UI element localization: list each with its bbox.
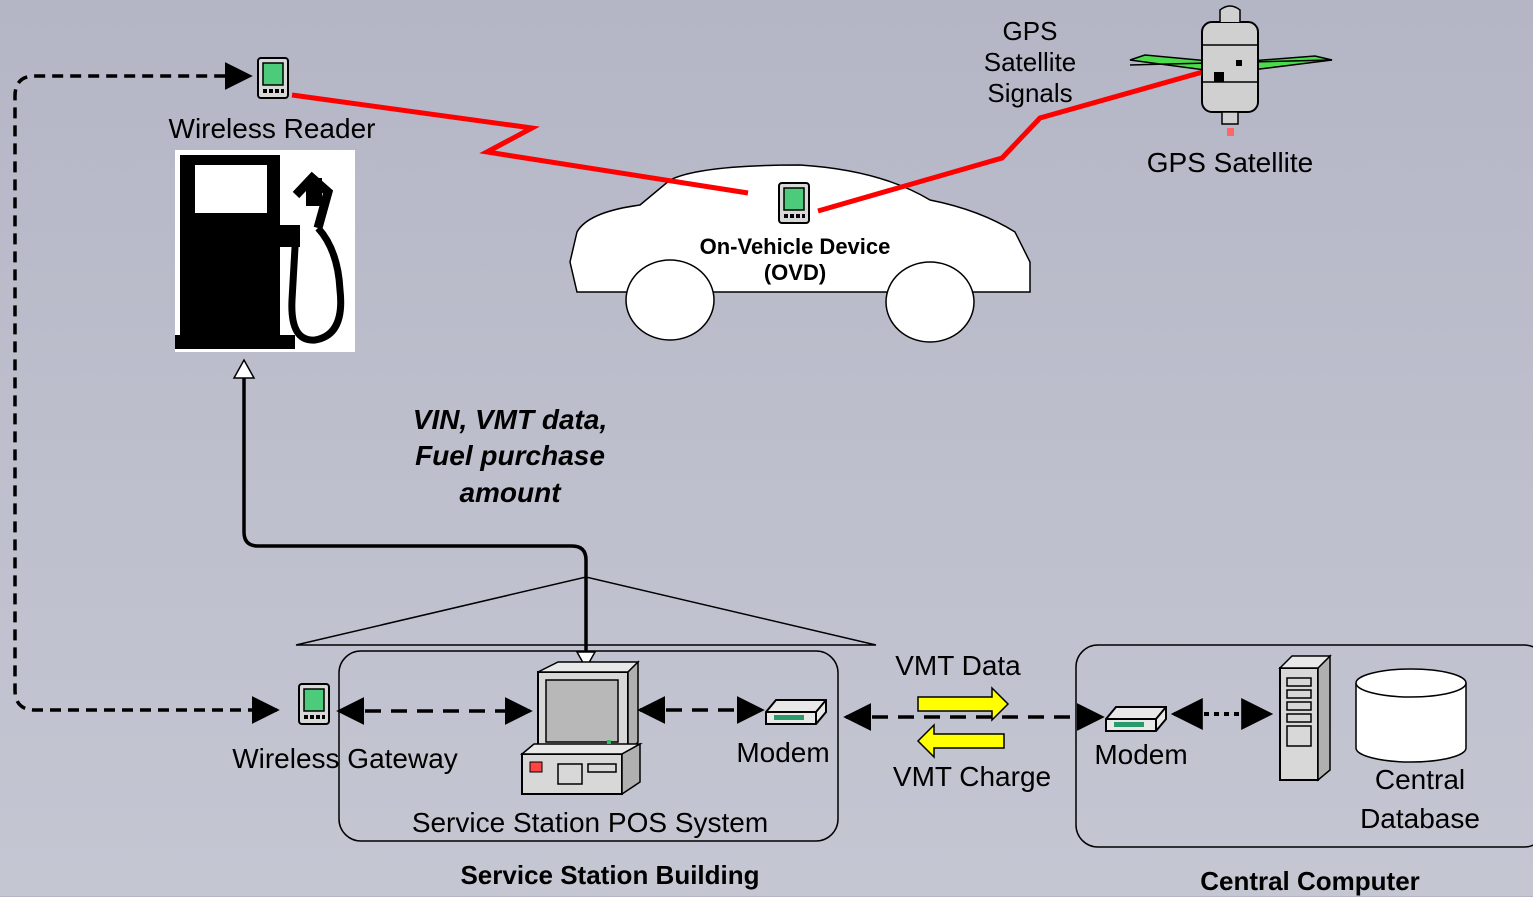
pos-computer-icon bbox=[519, 660, 643, 796]
wireless-reader-label: Wireless Reader bbox=[168, 113, 376, 144]
satellite-to-ovd-wireless-link bbox=[817, 63, 1225, 214]
car-wheel-front bbox=[625, 259, 715, 341]
fuel-pump-icon bbox=[175, 150, 355, 352]
central-computer-label: Central Computer bbox=[1200, 866, 1420, 896]
server-tower-icon bbox=[1278, 654, 1332, 782]
wireless-gateway-label: Wireless Gateway bbox=[232, 743, 458, 774]
station-modem-label: Modem bbox=[736, 737, 830, 768]
pos-system-label: Service Station POS System bbox=[411, 807, 769, 838]
gps-satellite-icon bbox=[1129, 5, 1333, 136]
pos-to-pump-data-link bbox=[242, 368, 588, 660]
central-modem-label: Modem bbox=[1094, 739, 1188, 770]
on-vehicle-device bbox=[778, 182, 810, 224]
vmt-data-arrow bbox=[917, 686, 1010, 722]
wireless-reader-device bbox=[257, 57, 289, 99]
service-station-building-label: Service Station Building bbox=[460, 860, 760, 890]
data-note-label: VIN, VMT data, Fuel purchase amount bbox=[412, 404, 608, 508]
vehicle-icon bbox=[569, 164, 1031, 343]
wireless-gateway-device bbox=[298, 683, 330, 725]
central-computer-outline bbox=[1075, 644, 1533, 848]
car-body bbox=[569, 164, 1031, 293]
vmt-charge-arrow bbox=[916, 723, 1005, 759]
reader-to-ovd-wireless-link bbox=[291, 92, 749, 196]
car-wheel-rear bbox=[885, 261, 975, 343]
central-modem-device bbox=[1105, 706, 1167, 732]
ovd-label: On-Vehicle Device (OVD) bbox=[699, 234, 891, 286]
building-outline bbox=[338, 650, 839, 842]
central-database-label: Central Database bbox=[1360, 764, 1480, 835]
vmt-charge-label: VMT Charge bbox=[892, 761, 1052, 792]
vmt-data-label: VMT Data bbox=[895, 650, 1021, 681]
gps-satellite-label: GPS Satellite bbox=[1146, 147, 1314, 178]
station-modem-device bbox=[765, 699, 827, 725]
central-database-icon bbox=[1355, 668, 1467, 763]
gps-signals-label: GPS Satellite Signals bbox=[983, 16, 1077, 109]
gateway-reader-link bbox=[13, 62, 280, 724]
